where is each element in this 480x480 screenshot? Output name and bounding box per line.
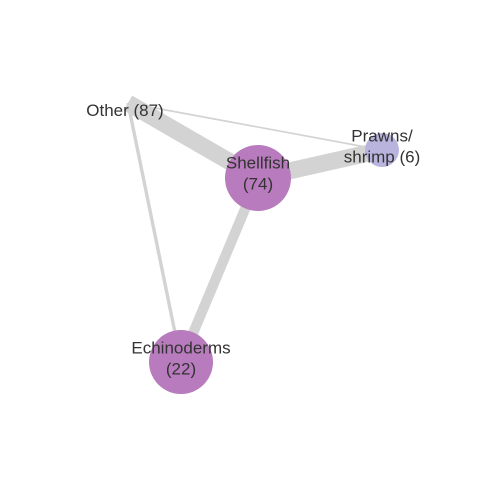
node-label-line: (22) xyxy=(166,360,196,379)
node-label-prawns: Prawns/shrimp (6) xyxy=(344,127,421,167)
node-label-line: Other (87) xyxy=(86,101,163,120)
node-shellfish xyxy=(225,145,291,211)
edge-other-prawns xyxy=(127,102,383,151)
node-label-echinoderms: Echinoderms (22) xyxy=(131,339,230,379)
node-echinoderms xyxy=(149,330,213,394)
edge-other-echinoderms xyxy=(126,102,183,363)
edges-layer xyxy=(123,95,384,364)
node-label-line: Shellfish xyxy=(226,154,290,173)
node-label-line: shrimp (6) xyxy=(344,148,421,167)
edge-shellfish-echinoderms xyxy=(176,176,263,364)
node-label-line: (74) xyxy=(243,175,273,194)
node-label-shellfish: Shellfish (74) xyxy=(226,154,290,194)
node-label-line: Echinoderms xyxy=(131,339,230,358)
node-prawns xyxy=(365,133,399,167)
node-label-other: Other (87) xyxy=(86,101,163,120)
labels-layer: Other (87) Shellfish (74) Prawns/shrimp (6)… xyxy=(86,101,420,379)
nodes-layer xyxy=(149,133,399,394)
node-label-line: Prawns/ xyxy=(351,127,413,146)
